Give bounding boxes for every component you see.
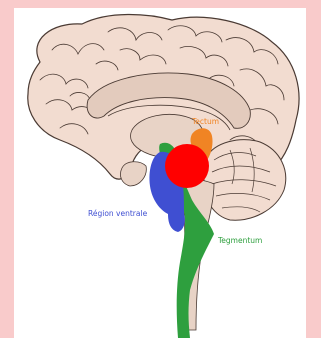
highlight-marker — [165, 144, 209, 188]
label-tegmentum: Tegmentum — [217, 236, 262, 245]
hypothalamus — [120, 162, 146, 186]
label-tectum: Tectum — [191, 117, 219, 126]
label-region-ventrale: Région ventrale — [88, 209, 148, 218]
cerebellum — [204, 140, 286, 220]
